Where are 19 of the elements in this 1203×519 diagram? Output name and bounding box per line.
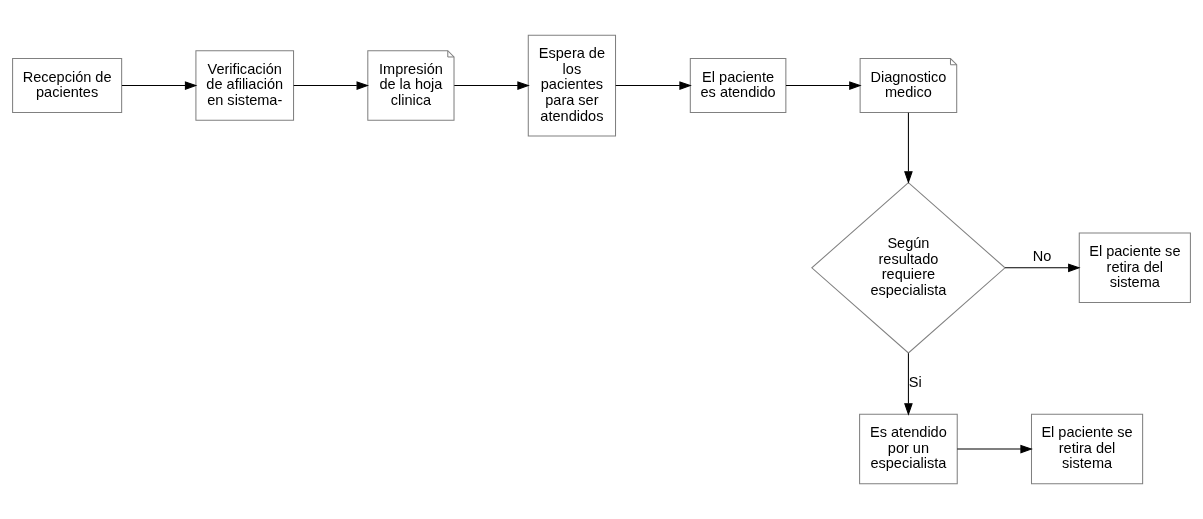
- node-box: Es atendido por un especialista: [859, 413, 958, 485]
- node-diamond: Según resultado requiere especialista: [811, 181, 1006, 354]
- arrow: [293, 81, 369, 90]
- edge-label: No: [1032, 247, 1052, 264]
- arrow: [121, 81, 198, 90]
- node-box: Verificación de afiliación en sistema-: [195, 50, 295, 121]
- node-box: El paciente se retira del sistema: [1078, 232, 1191, 304]
- edge-label: Si: [908, 374, 922, 391]
- arrow: [1004, 263, 1081, 273]
- arrow: [904, 352, 913, 416]
- arrow: [904, 112, 913, 184]
- node-box: El paciente es atendido: [689, 58, 787, 114]
- arrow: [785, 81, 862, 90]
- node-box: Recepción de pacientes: [12, 58, 123, 114]
- arrow: [956, 444, 1033, 454]
- node-box: El paciente se retira del sistema: [1031, 413, 1144, 485]
- arrow: [453, 81, 530, 90]
- arrow: [615, 81, 692, 90]
- node-box: Espera de los pacientes para ser atendidos: [527, 34, 617, 137]
